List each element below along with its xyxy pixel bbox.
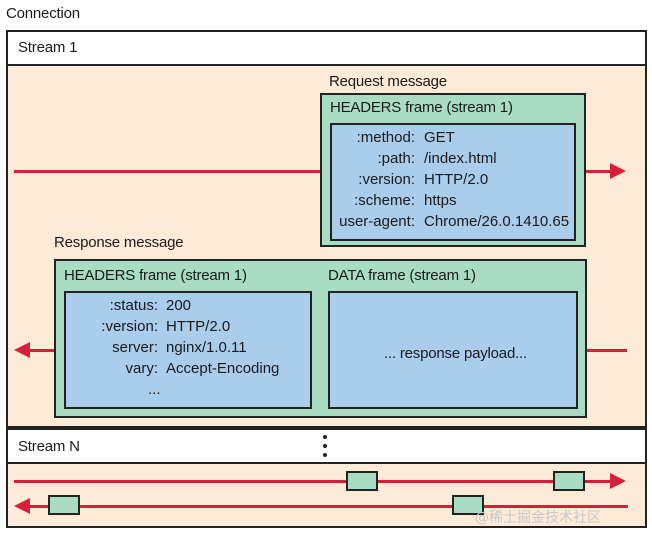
request-header-value: /index.html — [424, 150, 497, 167]
more-streams-ellipsis — [323, 435, 327, 462]
request-header-name: :method: — [356, 129, 415, 146]
stream-n-inbound-arrow-head — [14, 498, 30, 514]
request-header-value: Chrome/26.0.1410.65 — [424, 213, 570, 230]
request-header-name: user-agent: — [339, 213, 415, 230]
response-message-title: Response message — [54, 234, 184, 251]
response-header-name: vary: — [125, 360, 158, 377]
response-header-name: :status: — [109, 297, 158, 314]
response-header-name: :version: — [101, 318, 158, 335]
response-headers-frame-title: HEADERS frame (stream 1) — [64, 267, 247, 284]
request-headers-frame: HEADERS frame (stream 1) :method: GET :p… — [320, 93, 586, 247]
stream-n-outbound-frame — [346, 471, 378, 491]
request-message-title: Request message — [329, 73, 447, 90]
response-payload-text: ... response payload... — [384, 345, 527, 362]
request-arrow-line-left — [14, 170, 320, 173]
stream-n-body — [6, 462, 647, 528]
stream-n-label: Stream N — [18, 438, 80, 455]
response-headers-block: :status: 200 :version: HTTP/2.0 server: … — [64, 291, 312, 409]
watermark: @稀土掘金技术社区 — [475, 510, 601, 526]
response-data-block: ... response payload... — [328, 291, 578, 409]
request-header-value: https — [424, 192, 457, 209]
request-arrow-line-right — [585, 170, 611, 173]
request-header-value: HTTP/2.0 — [424, 171, 489, 188]
response-arrow-line-left — [30, 349, 54, 352]
request-header-value: GET — [424, 129, 455, 146]
connection-label: Connection — [6, 5, 80, 22]
request-header-name: :path: — [377, 150, 415, 167]
response-header-value: HTTP/2.0 — [166, 318, 231, 335]
stream-n-outbound-arrow-head — [610, 473, 626, 489]
stream-n-inbound-frame — [48, 495, 80, 515]
response-data-frame-title: DATA frame (stream 1) — [328, 267, 476, 284]
request-headers-frame-title: HEADERS frame (stream 1) — [330, 99, 513, 116]
response-header-name: server: — [112, 339, 158, 356]
request-headers-block: :method: GET :path: /index.html :version… — [330, 123, 576, 241]
request-header-name: :version: — [358, 171, 415, 188]
stream-1-header: Stream 1 — [6, 30, 647, 66]
stream-n-header: Stream N — [6, 428, 647, 464]
response-arrow-head — [14, 342, 30, 358]
response-header-value: Accept-Encoding — [166, 360, 280, 377]
response-frames: HEADERS frame (stream 1) DATA frame (str… — [54, 259, 587, 418]
request-header-name: :scheme: — [354, 192, 415, 209]
stream-n-inbound-line — [30, 505, 628, 508]
stream-n-outbound-line — [14, 480, 612, 483]
response-header-value: nginx/1.0.11 — [166, 339, 247, 356]
stream-n-outbound-frame — [553, 471, 585, 491]
response-arrow-line-right — [585, 349, 627, 352]
request-arrow-head — [610, 163, 626, 179]
stream-1-label: Stream 1 — [18, 39, 78, 56]
stream-n-inbound-frame — [452, 495, 484, 515]
response-header-value: 200 — [166, 297, 192, 314]
response-headers-ellipsis: ... — [148, 381, 161, 398]
